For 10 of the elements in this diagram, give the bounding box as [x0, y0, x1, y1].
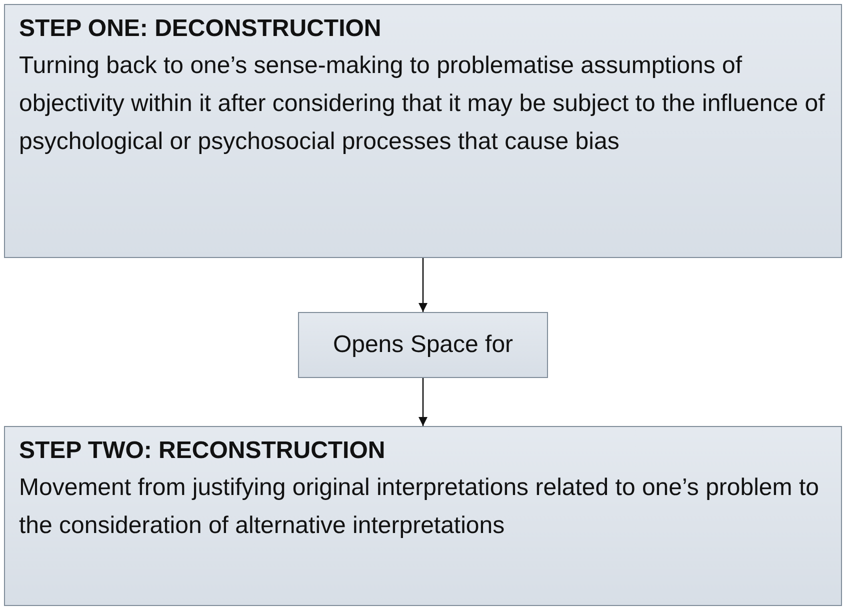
- step-description: Turning back to one’s sense-making to problematise assumptions of objectivity within it after considering that it may be subject to the influence of psychological or psychosocial processes that cause bias: [19, 51, 826, 157]
- arrow: [418, 258, 428, 312]
- box-text: Opens Space for: [332, 330, 514, 360]
- arrow: [418, 378, 428, 426]
- step-heading: STEP TWO: RECONSTRUCTION: [19, 436, 386, 466]
- process-box: [4, 4, 842, 258]
- step-description: Movement from justifying original interpretations related to one’s problem to the consideration of alternative interpretations: [19, 473, 820, 541]
- process-box: [4, 426, 842, 606]
- process-box: [298, 312, 548, 378]
- step-heading: STEP ONE: DECONSTRUCTION: [19, 14, 382, 44]
